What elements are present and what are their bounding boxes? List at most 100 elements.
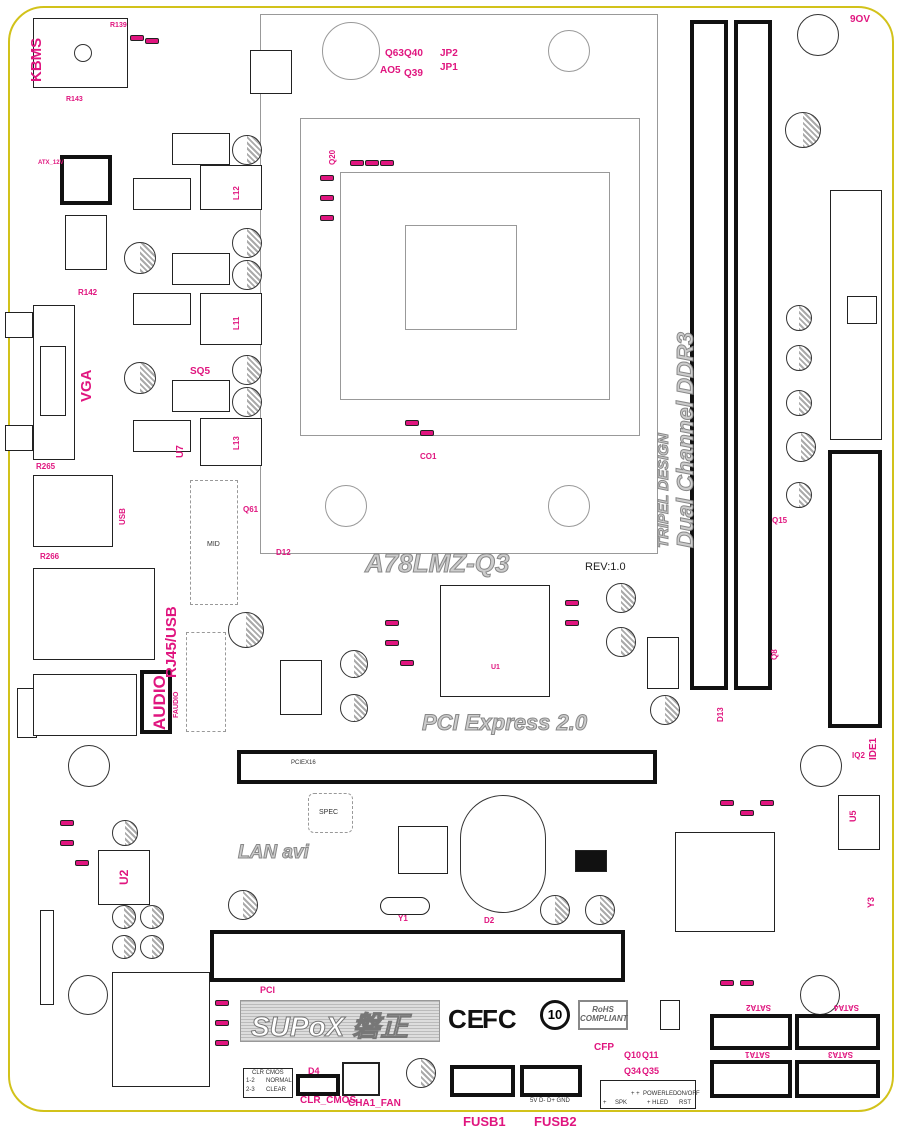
capacitor bbox=[124, 362, 156, 394]
ao5-label: AO5 bbox=[380, 65, 401, 76]
lan-text: LAN avi bbox=[238, 842, 310, 864]
capacitor bbox=[340, 694, 368, 722]
smd-component bbox=[720, 800, 734, 806]
capacitor bbox=[406, 1058, 436, 1088]
sq5-label: SQ5 bbox=[190, 366, 211, 377]
inductor bbox=[647, 637, 679, 689]
capacitor bbox=[606, 627, 636, 657]
capacitor bbox=[112, 820, 138, 846]
super-io-chip bbox=[675, 832, 775, 932]
capacitor bbox=[140, 905, 164, 929]
audio-header bbox=[140, 670, 172, 734]
capacitor bbox=[786, 432, 816, 462]
supox-logo-text: SUPoX 磐正 bbox=[250, 1011, 409, 1043]
smd-component bbox=[320, 175, 334, 181]
capacitor bbox=[112, 935, 136, 959]
board-outline bbox=[8, 6, 894, 1112]
front-panel-pin: SPK bbox=[615, 1100, 628, 1106]
pin-label: 5V bbox=[530, 1098, 538, 1104]
capacitor bbox=[585, 895, 615, 925]
q35-label: Q35 bbox=[642, 1066, 660, 1076]
q40-label: Q40 bbox=[404, 48, 423, 59]
mounting-hole bbox=[548, 30, 590, 72]
dimm-slot-2[interactable] bbox=[734, 20, 772, 690]
sata3-label: SATA3 bbox=[828, 1050, 854, 1059]
chip-u9 bbox=[65, 215, 107, 270]
l12-label: L12 bbox=[232, 186, 241, 200]
sata1-label: SATA1 bbox=[745, 1050, 771, 1059]
crystal-y1 bbox=[380, 897, 430, 915]
cfp-label: CFP bbox=[594, 1042, 614, 1053]
sata1-port[interactable] bbox=[710, 1060, 792, 1098]
inductor-l13 bbox=[200, 418, 262, 466]
capacitor bbox=[232, 135, 262, 165]
clr-cmos-table-title: CLR CMOS bbox=[252, 1070, 284, 1076]
q11-label: Q11 bbox=[642, 1050, 659, 1060]
fusb2-header[interactable] bbox=[520, 1065, 582, 1097]
sata2-port[interactable] bbox=[710, 1014, 792, 1050]
cha1-fan-label: CHA1_FAN bbox=[348, 1098, 401, 1109]
capacitor bbox=[650, 695, 680, 725]
r139-label: R139 bbox=[110, 22, 127, 29]
kbms-port bbox=[33, 18, 128, 88]
sata3-port[interactable] bbox=[795, 1060, 880, 1098]
ide1-connector[interactable] bbox=[828, 450, 882, 728]
cha1-fan-header[interactable] bbox=[342, 1062, 380, 1096]
chip bbox=[575, 850, 607, 872]
jumper-state: NORMAL bbox=[266, 1078, 292, 1084]
fusb1-header[interactable] bbox=[450, 1065, 515, 1097]
cpu-die bbox=[405, 225, 517, 330]
chip-u5 bbox=[838, 795, 880, 850]
sata4-port[interactable] bbox=[795, 1014, 880, 1050]
dimm-slot-1[interactable] bbox=[690, 20, 728, 690]
d4-label: D4 bbox=[308, 1066, 320, 1076]
pci-slot[interactable] bbox=[210, 930, 625, 982]
9ov-label: 9OV bbox=[850, 14, 871, 25]
jp2-label: JP2 bbox=[440, 48, 458, 59]
q8-label: Q8 bbox=[770, 649, 779, 660]
mounting-hole bbox=[68, 745, 110, 787]
mid-area: MID bbox=[190, 480, 238, 605]
chip-u10 bbox=[280, 660, 322, 715]
inductor-l11 bbox=[200, 293, 262, 345]
front-panel-pin: + HLED bbox=[647, 1100, 669, 1106]
cmos-battery bbox=[460, 795, 546, 913]
chip-u4 bbox=[112, 972, 210, 1087]
smd-component bbox=[420, 430, 434, 436]
d13-label: D13 bbox=[716, 707, 725, 722]
capacitor bbox=[786, 390, 812, 416]
capacitor bbox=[540, 895, 570, 925]
smd-component bbox=[130, 35, 144, 41]
smd-component bbox=[215, 1020, 229, 1026]
capacitor bbox=[232, 355, 262, 385]
inductor-l12 bbox=[200, 165, 262, 210]
q63-label: Q63 bbox=[385, 48, 404, 59]
smd-component bbox=[405, 420, 419, 426]
smd-component bbox=[350, 160, 364, 166]
buzzer bbox=[660, 1000, 680, 1030]
mounting-hole bbox=[68, 975, 108, 1015]
capacitor bbox=[606, 583, 636, 613]
pciex16-label: PCIEX16 bbox=[291, 760, 316, 766]
q34-label: Q34 bbox=[624, 1066, 642, 1076]
chipset-u1: U1 bbox=[440, 585, 550, 697]
usb-header-pins: 5V D- D+ GND bbox=[530, 1098, 570, 1104]
pciex16-slot[interactable]: PCIEX16 bbox=[237, 750, 657, 784]
capacitor bbox=[786, 305, 812, 331]
jumper-pins: 2-3 bbox=[246, 1087, 255, 1093]
front-panel-pin: POWERLED bbox=[643, 1091, 678, 1097]
atx12v-connector bbox=[60, 155, 112, 205]
q39-label: Q39 bbox=[404, 68, 423, 79]
u5-label: U5 bbox=[848, 810, 858, 822]
vga-mount bbox=[5, 312, 33, 338]
smd-component bbox=[365, 160, 379, 166]
r142-label: R142 bbox=[78, 288, 98, 297]
jumper-pins: 1-2 bbox=[246, 1078, 255, 1084]
audio-label: AUDIO bbox=[150, 675, 169, 730]
vga-mount bbox=[5, 425, 33, 451]
clr-cmos-jumper[interactable] bbox=[296, 1074, 340, 1096]
smd-component bbox=[320, 215, 334, 221]
q20-label: Q20 bbox=[328, 149, 337, 165]
smd-component bbox=[60, 820, 74, 826]
